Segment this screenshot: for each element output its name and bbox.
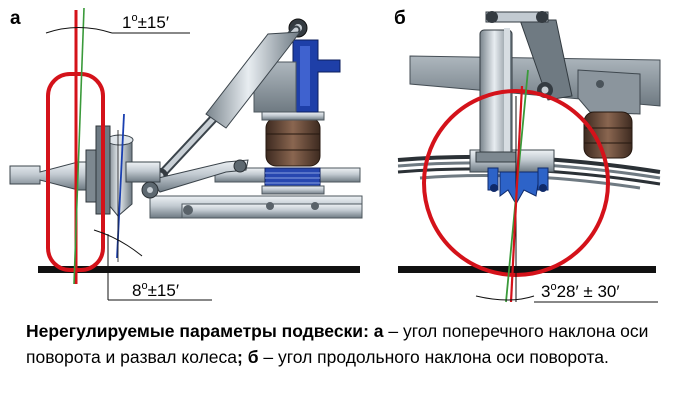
kingpin-axis-line-b	[509, 85, 524, 303]
caster-angle-label: 3o28′ ± 30′	[541, 281, 620, 301]
camber-angle-label: 1o±15′	[122, 12, 169, 32]
ground-line-a	[38, 266, 360, 273]
caption-lead: Нерегулируемые параметры подвески:	[26, 321, 369, 341]
ground-line-b	[398, 266, 656, 273]
panel-b: б	[394, 8, 661, 303]
figure-caption: Нерегулируемые параметры подвески: а – у…	[26, 318, 666, 370]
caption-separator: ;	[237, 347, 243, 367]
caption-b-letter: б	[247, 347, 259, 367]
panel-b-letter: б	[394, 8, 406, 29]
camber-arc-a	[45, 27, 113, 34]
kingpin-arc-a	[93, 229, 143, 257]
caption-a-letter: а	[373, 321, 384, 341]
caption-b-text: – угол продольного наклона оси поворота.	[258, 347, 609, 367]
caption-a-text: – угол поперечного наклона оси поворота …	[26, 321, 649, 367]
rubber-bumper-a	[261, 111, 325, 167]
hub-a	[9, 149, 97, 203]
caster-arc-b	[475, 295, 535, 301]
panel-a-letter: а	[10, 8, 21, 29]
spring-pad-a	[261, 167, 325, 195]
camber-line-a	[73, 7, 85, 285]
kingpin-inclination-label: 8o±15′	[132, 280, 179, 300]
bracket-b	[577, 69, 641, 159]
panel-a: а	[9, 7, 363, 301]
tie-rod-a	[149, 159, 249, 193]
frame-rail-a	[149, 167, 363, 219]
